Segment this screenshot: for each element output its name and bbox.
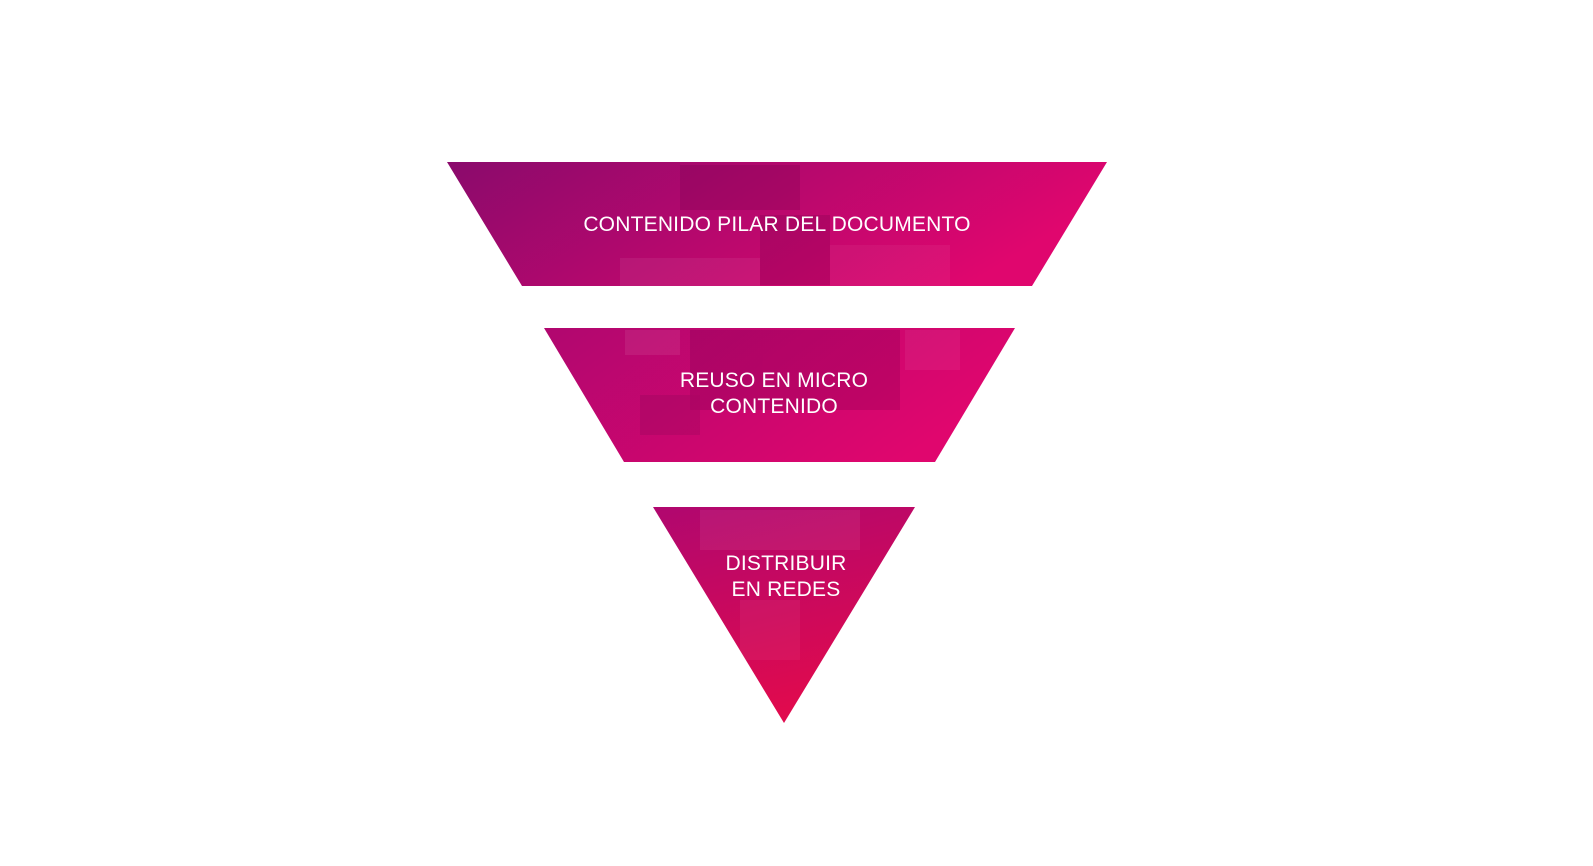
funnel-level-bottom	[653, 507, 915, 723]
funnel-level-middle	[544, 328, 1015, 462]
texture-middle	[625, 330, 960, 435]
funnel-label-bottom: DISTRIBUIR EN REDES	[725, 552, 847, 601]
funnel-level-top	[447, 162, 1107, 286]
texture-top	[620, 165, 950, 286]
funnel-label-top: CONTENIDO PILAR DEL DOCUMENTO	[583, 213, 971, 236]
funnel-label-middle: REUSO EN MICRO CONTENIDO	[679, 369, 869, 418]
texture-bottom	[700, 510, 860, 660]
